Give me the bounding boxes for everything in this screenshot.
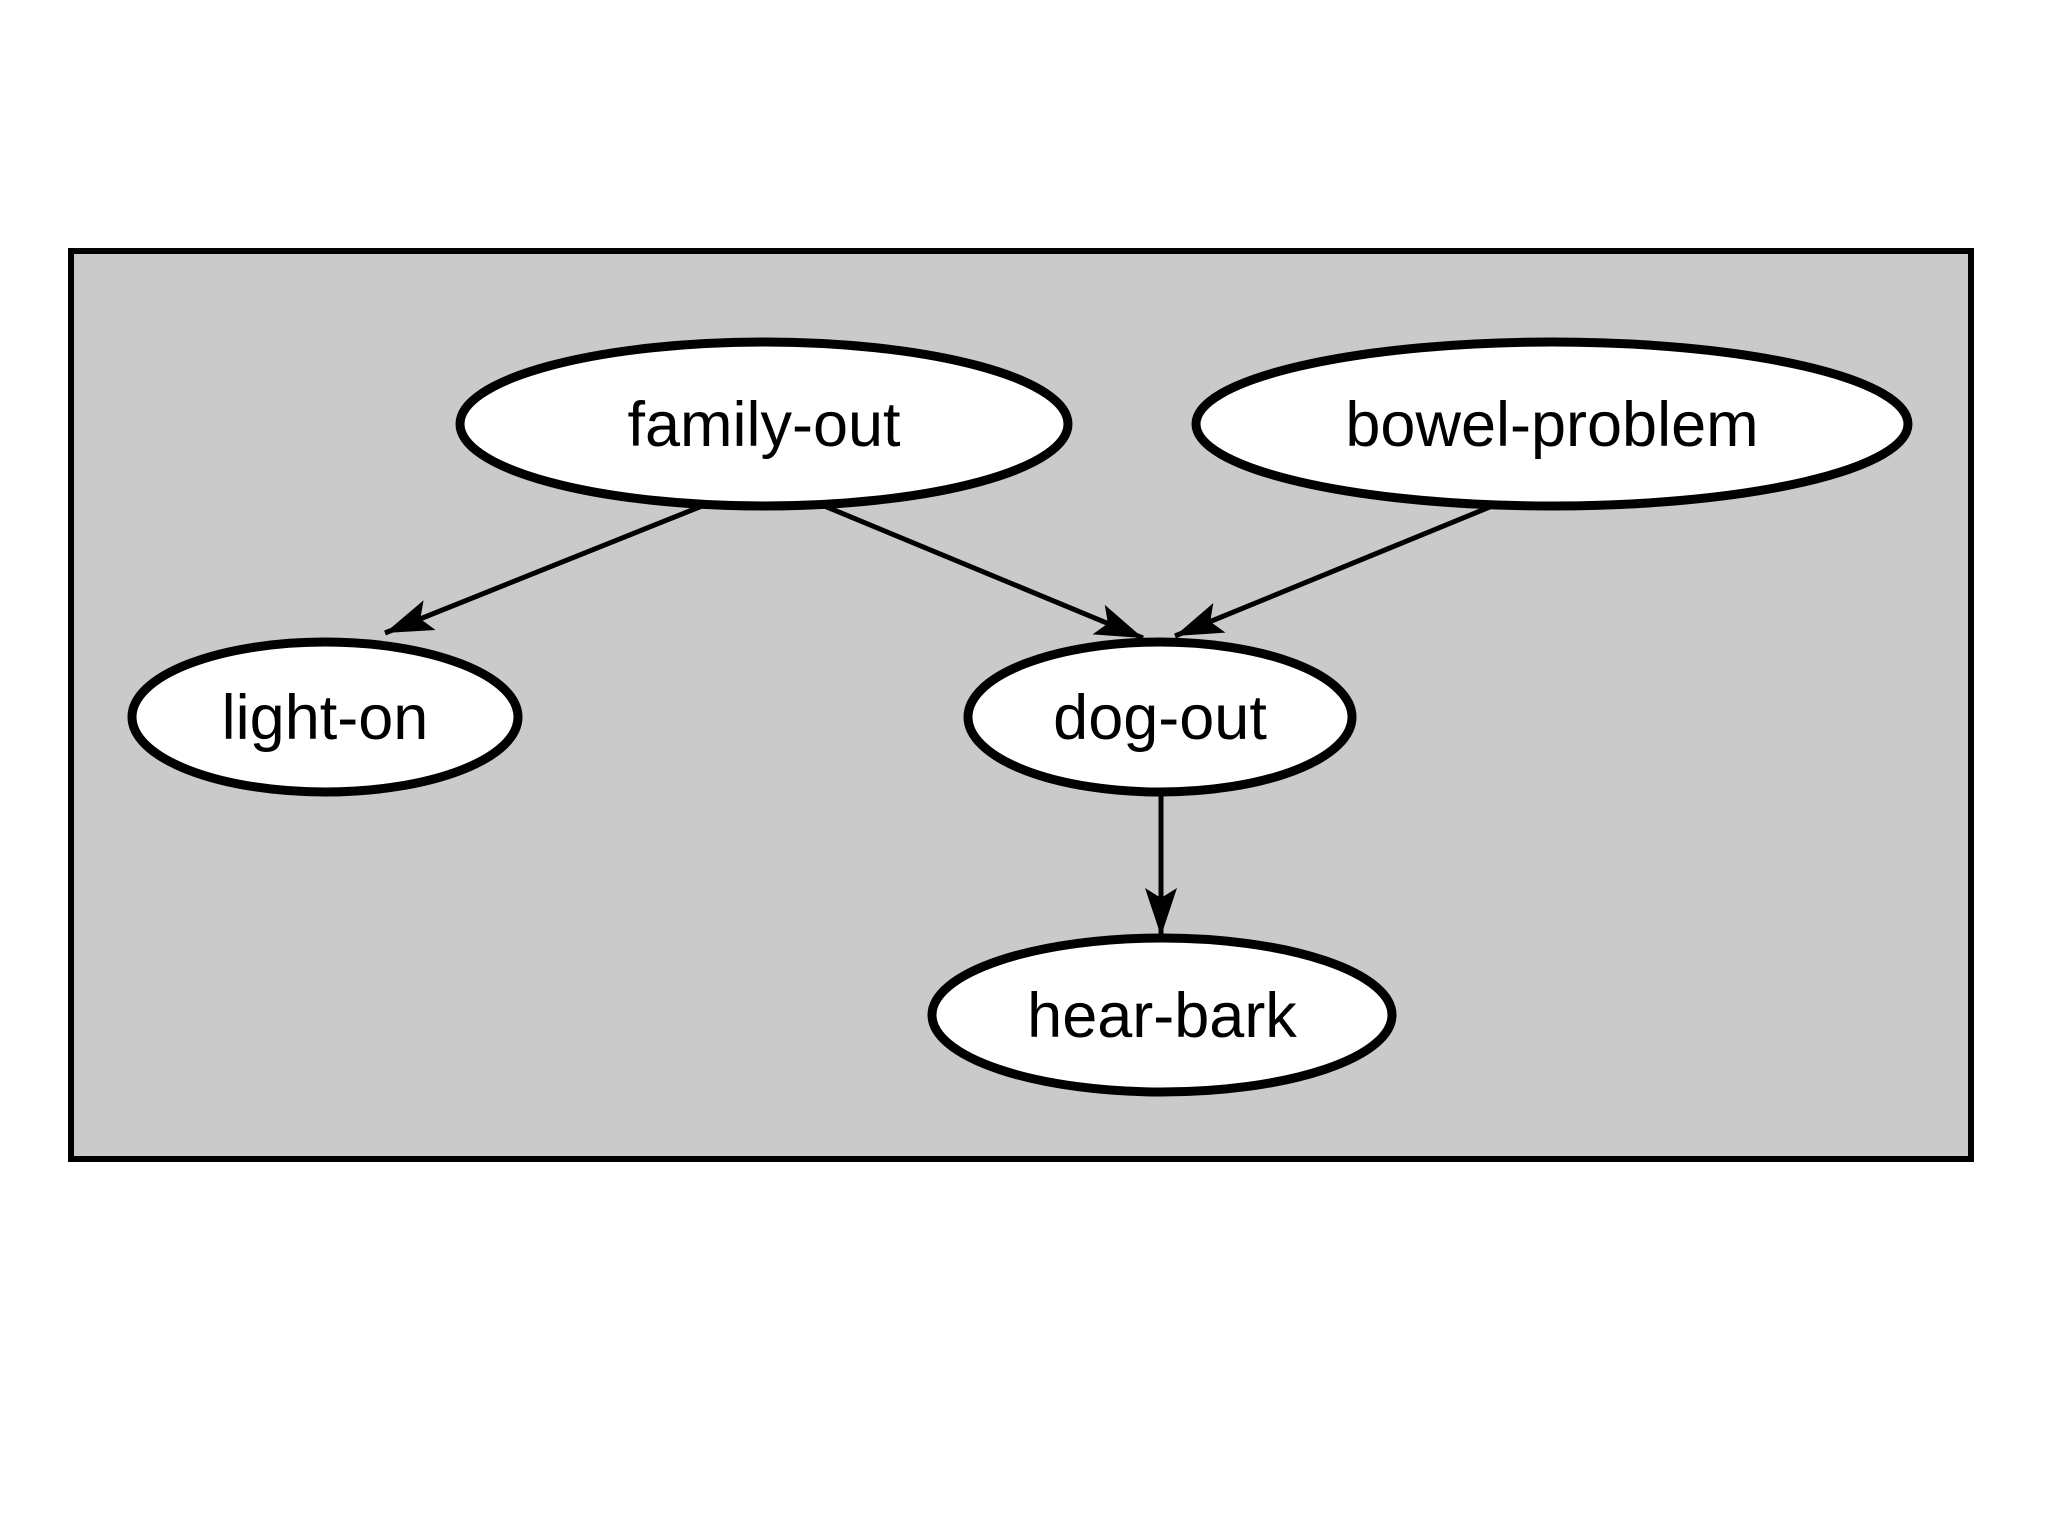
node-family-out: family-out: [455, 337, 1073, 511]
node-light-on-ellipse: [127, 637, 523, 797]
edge-bowel-problem-to-dog-out: [1174, 490, 1525, 639]
node-light-on-label: light-on: [222, 683, 429, 753]
node-bowel-problem: bowel-problem: [1191, 337, 1913, 511]
edge-group: [384, 489, 1525, 936]
node-dog-out-label: dog-out: [1053, 683, 1267, 753]
node-dog-out-ellipse: [963, 637, 1357, 797]
node-bowel-problem-label: bowel-problem: [1345, 390, 1758, 460]
node-light-on: light-on: [127, 637, 523, 797]
node-bowel-problem-ellipse: [1191, 337, 1913, 511]
node-family-out-label: family-out: [627, 390, 901, 460]
node-family-out-ellipse: [455, 337, 1073, 511]
node-hear-bark-label: hear-bark: [1027, 981, 1297, 1051]
node-hear-bark: hear-bark: [927, 933, 1397, 1097]
edge-family-out-to-dog-out: [792, 490, 1144, 641]
edge-family-out-to-light-on: [384, 489, 738, 636]
node-dog-out: dog-out: [963, 637, 1357, 797]
node-hear-bark-ellipse: [927, 933, 1397, 1097]
